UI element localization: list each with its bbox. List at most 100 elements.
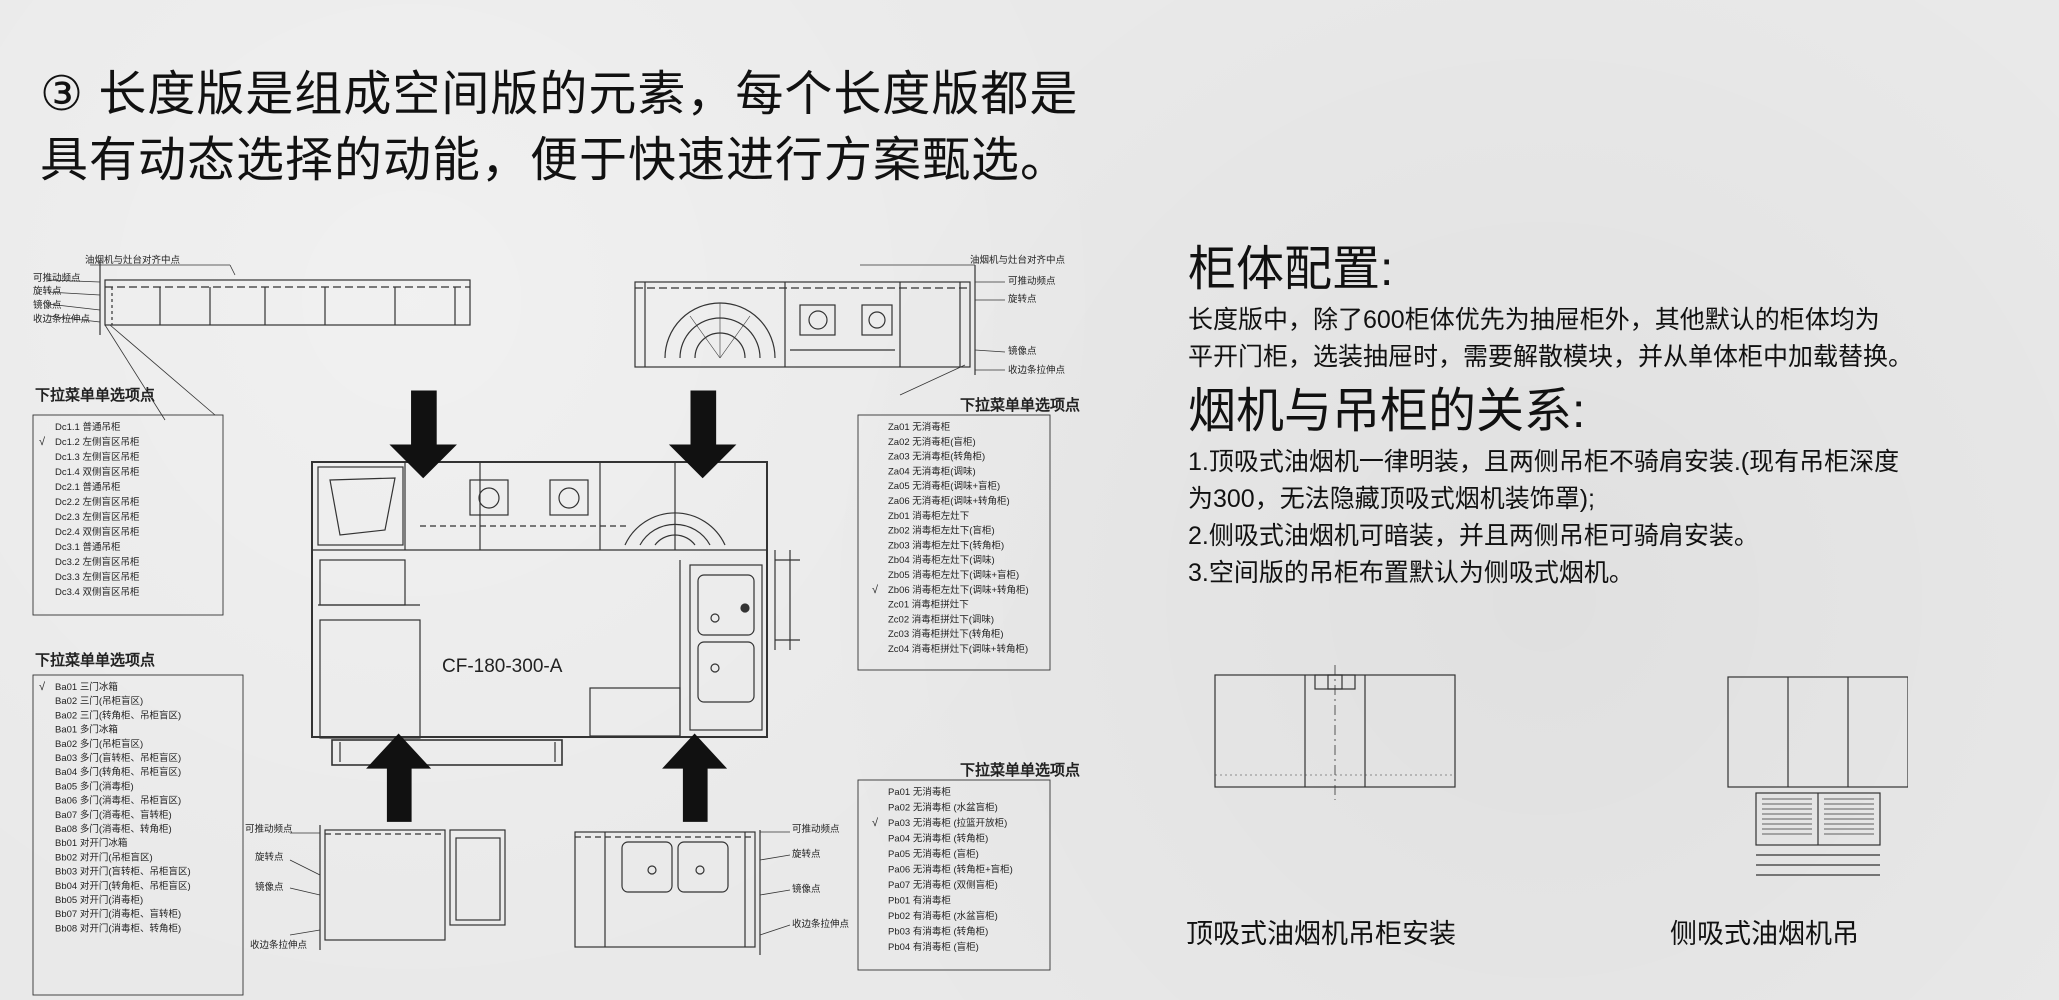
dropdown-option[interactable]: Dc2.2 左侧盲区吊柜 [55, 496, 140, 508]
callout-bl-3: 收边条拉伸点 [250, 939, 308, 951]
arrow-up-right [662, 733, 728, 822]
dropdown-option[interactable]: Zc02 消毒柜拼灶下(调味) [888, 613, 994, 625]
dropdown-title-dc: 下拉菜单单选项点 [35, 386, 155, 404]
callout-tl-3: 镜像点 [33, 299, 62, 311]
dropdown-title-pa: 下拉菜单单选项点 [960, 761, 1080, 779]
dropdown-option[interactable]: Pb02 有消毒柜 (水盆盲柜) [888, 910, 998, 922]
dropdown-option[interactable]: Ba03 多门(盲转柜、吊柜盲区) [55, 752, 181, 764]
dropdown-option[interactable]: Ba02 三门(转角柜、吊柜盲区) [55, 709, 181, 721]
dropdown-option[interactable]: Za05 无消毒柜(调味+盲柜) [888, 480, 1000, 492]
check-icon: √ [39, 681, 46, 693]
callout-tl-1: 可推动频点 [33, 272, 81, 284]
section-cabinet-heading: 柜体配置: [1188, 243, 1394, 296]
dropdown-option[interactable]: Dc1.4 双侧盲区吊柜 [55, 466, 140, 478]
dropdown-option[interactable]: Dc1.3 左侧盲区吊柜 [55, 451, 140, 463]
dropdown-option[interactable]: Dc2.1 普通吊柜 [55, 481, 121, 493]
dropdown-option[interactable]: Dc3.2 左侧盲区吊柜 [55, 556, 140, 568]
callout-br-2: 镜像点 [792, 883, 821, 895]
dropdown-option[interactable]: Bb03 对开门(盲转柜、吊柜盲区) [55, 866, 191, 878]
dropdown-option[interactable]: Zb04 消毒柜左灶下(调味) [888, 554, 995, 566]
dropdown-option[interactable]: Za02 无消毒柜(盲柜) [888, 436, 976, 448]
section-cabinet-line-2: 平开门柜，选装抽屉时，需要解散模块，并从单体柜中加载替换。 [1188, 343, 1914, 371]
dropdown-option[interactable]: Ba07 多门(消毒柜、盲转柜) [55, 809, 172, 821]
dropdown-option[interactable]: Pa03 无消毒柜 (拉篮开放柜) [888, 817, 1007, 829]
dropdown-option[interactable]: Pb04 有消毒柜 (盲柜) [888, 941, 979, 953]
dropdown-option[interactable]: Zb02 消毒柜左灶下(盲柜) [888, 525, 995, 537]
elevation-bottom-right [574, 830, 791, 955]
dropdown-option[interactable]: Zb06 消毒柜左灶下(调味+转角柜) [888, 584, 1029, 596]
dropdown-option[interactable]: Ba04 多门(转角柜、吊柜盲区) [55, 766, 181, 778]
dropdown-option[interactable]: Ba02 三门(吊柜盲区) [55, 695, 143, 707]
dropdown-option[interactable]: Bb07 对开门(消毒柜、盲转柜) [55, 908, 181, 920]
dropdown-option[interactable]: Pa07 无消毒柜 (双侧盲柜) [888, 879, 998, 891]
dropdown-option[interactable]: Ba06 多门(消毒柜、吊柜盲区) [55, 795, 181, 807]
dropdown-title-za: 下拉菜单单选项点 [960, 396, 1080, 414]
dropdown-option[interactable]: Pa02 无消毒柜 (水盆盲柜) [888, 802, 998, 814]
caption-top-hood: 顶吸式油烟机吊柜安装 [1186, 919, 1456, 949]
dropdown-option[interactable]: Pa05 无消毒柜 (盲柜) [888, 848, 979, 860]
elevation-top-right [634, 264, 1006, 396]
dropdown-option[interactable]: Dc3.4 双侧盲区吊柜 [55, 586, 140, 598]
callout-bl-2: 镜像点 [255, 881, 284, 893]
dropdown-title-ba: 下拉菜单单选项点 [35, 651, 155, 669]
section-cabinet-body: 长度版中，除了600柜体优先为抽屉柜外，其他默认的柜体均为 平开门柜，选装抽屉时… [1188, 302, 1913, 376]
dropdown-option[interactable]: Pa04 无消毒柜 (转角柜) [888, 833, 988, 845]
model-label: CF-180-300-A [442, 656, 563, 677]
dropdown-option[interactable]: Zc03 消毒柜拼灶下(转角柜) [888, 628, 1004, 640]
headline: ③ 长度版是组成空间版的元素，每个长度版都是 具有动态选择的动能，便于快速进行方… [40, 62, 1160, 194]
dropdown-option[interactable]: Za04 无消毒柜(调味) [888, 465, 976, 477]
elevation-bottom-left [289, 825, 506, 950]
dropdown-option[interactable]: Ba05 多门(消毒柜) [55, 780, 134, 792]
dropdown-option[interactable]: Zb01 消毒柜左灶下 [888, 510, 969, 522]
section-hood-body: 1.顶吸式油烟机一律明装，且两侧吊柜不骑肩安装.(现有吊柜深度 为300，无法隐… [1188, 444, 1899, 592]
dropdown-option[interactable]: Zb03 消毒柜左灶下(转角柜) [888, 539, 1004, 551]
dropdown-option[interactable]: Dc3.3 左侧盲区吊柜 [55, 571, 140, 583]
dropdown-option[interactable]: Ba01 三门冰箱 [55, 681, 118, 693]
side-hood-diagram [1727, 676, 1908, 876]
arrow-up-left [366, 733, 432, 822]
dropdown-option[interactable]: Zb05 消毒柜左灶下(调味+盲柜) [888, 569, 1019, 581]
dropdown-option[interactable]: Za06 无消毒柜(调味+转角柜) [888, 495, 1010, 507]
dropdown-box-dc [32, 414, 224, 616]
dropdown-option[interactable]: Bb02 对开门(吊柜盲区) [55, 851, 153, 863]
elevation-top-left [47, 260, 471, 421]
dropdown-option[interactable]: Zc04 消毒柜拼灶下(调味+转角柜) [888, 643, 1028, 655]
dropdown-option[interactable]: Pa06 无消毒柜 (转角柜+盲柜) [888, 864, 1013, 876]
dropdown-option[interactable]: Bb01 对开门冰箱 [55, 837, 127, 849]
dropdown-option[interactable]: Dc1.1 普通吊柜 [55, 421, 121, 433]
dropdown-box-za [857, 414, 1051, 671]
dropdown-option[interactable]: Bb04 对开门(转角柜、吊柜盲区) [55, 880, 191, 892]
check-icon: √ [39, 436, 46, 448]
arrow-down-left [389, 390, 457, 479]
dropdown-list-pa: Pa01 无消毒柜 Pa02 无消毒柜 (水盆盲柜) Pa03 无消毒柜 (拉篮开放… [872, 786, 1013, 953]
dropdown-option[interactable]: Dc2.3 左侧盲区吊柜 [55, 511, 140, 523]
callout-tr-3: 镜像点 [1008, 345, 1037, 357]
dropdown-option[interactable]: Pb03 有消毒柜 (转角柜) [888, 926, 988, 938]
section-hood-line-1: 1.顶吸式油烟机一律明装，且两侧吊柜不骑肩安装.(现有吊柜深度 [1188, 448, 1900, 476]
callout-tr-0: 油烟机与灶台对齐中点 [970, 254, 1066, 266]
callout-br-3: 收边条拉伸点 [792, 918, 850, 930]
top-hood-diagram [1214, 665, 1456, 800]
direction-arrows [366, 390, 737, 822]
dropdown-option[interactable]: Pa01 无消毒柜 [888, 786, 951, 798]
callout-tr-4: 收边条拉伸点 [1008, 364, 1066, 376]
dropdown-option[interactable]: Bb05 对开门(消毒柜) [55, 894, 143, 906]
dropdown-option[interactable]: Za03 无消毒柜(转角柜) [888, 451, 985, 463]
dropdown-option[interactable]: Za01 无消毒柜 [888, 421, 951, 433]
caption-side-hood: 侧吸式油烟机吊 [1670, 919, 1859, 949]
section-hood-line-3: 2.侧吸式油烟机可暗装，并且两侧吊柜可骑肩安装。 [1188, 522, 1759, 550]
dropdown-option[interactable]: Bb08 对开门(消毒柜、转角柜) [55, 922, 181, 934]
dropdown-box-ba [32, 674, 244, 996]
headline-line-2: 具有动态选择的动能，便于快速进行方案甄选。 [40, 134, 1070, 187]
dropdown-option[interactable]: Ba01 多门冰箱 [55, 724, 118, 736]
dropdown-option[interactable]: Dc3.1 普通吊柜 [55, 541, 121, 553]
dropdown-option[interactable]: Zc01 消毒柜拼灶下 [888, 599, 969, 611]
dropdown-option[interactable]: Pb01 有消毒柜 [888, 895, 951, 907]
callout-tr-1: 可推动频点 [1008, 275, 1056, 287]
kitchen-layout-diagram: 油烟机与灶台对齐中点 可推动频点 旋转点 镜像点 收边条拉伸点 [32, 254, 1080, 996]
dropdown-option[interactable]: Dc2.4 双侧盲区吊柜 [55, 526, 140, 538]
dropdown-option[interactable]: Ba08 多门(消毒柜、转角柜) [55, 823, 172, 835]
dropdown-option[interactable]: Ba02 多门(吊柜盲区) [55, 738, 143, 750]
arrow-down-right [668, 390, 737, 479]
dropdown-option[interactable]: Dc1.2 左侧盲区吊柜 [55, 436, 140, 448]
